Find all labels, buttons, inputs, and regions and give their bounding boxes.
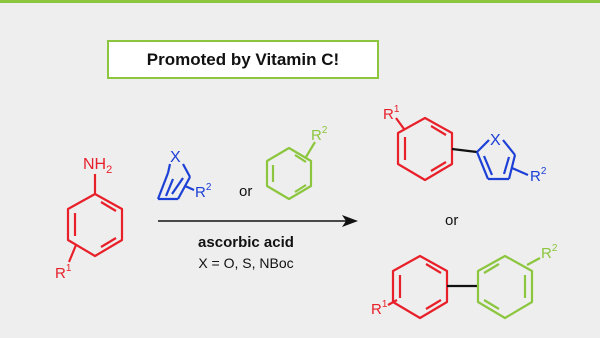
product-hetero-bond (475, 151, 490, 180)
product-hetero-bond (476, 139, 490, 153)
heteroarene-heteroatom-label: X (170, 149, 181, 166)
product-aryl-ring (396, 116, 454, 182)
biaryl-r2-label: R2 (541, 243, 558, 262)
biaryl-green-double-bond (483, 263, 500, 274)
conditions-scope: X = O, S, NBoc (198, 255, 293, 271)
arene-r2-label: R2 (311, 125, 328, 144)
biaryl-r1-label: R1 (371, 299, 388, 318)
product-heteroatom-label: X (490, 132, 501, 149)
aniline-substituent-bond (67, 244, 78, 263)
connector-or-left: or (239, 183, 252, 200)
product-aryl-hetero-bond (451, 147, 478, 154)
arene-double-bond (294, 154, 307, 163)
product-hetero-substituent-bond (511, 166, 529, 177)
aniline-structure (66, 174, 124, 263)
aniline-double-bond (100, 237, 117, 248)
connector-or-right: or (445, 212, 458, 229)
heteroarene-double-bond (164, 178, 175, 197)
product-hetero-double-bond (502, 156, 511, 175)
heteroarene-bond (166, 163, 172, 174)
arene-ring (265, 146, 313, 201)
promoted-banner: Promoted by Vitamin C! (107, 40, 379, 79)
aniline-r1-label: R1 (55, 263, 72, 282)
arene-substituent-bond (305, 141, 316, 158)
biaryl-green-ring (476, 254, 534, 320)
top-accent-bar (0, 0, 600, 3)
heteroarene-substituent-bond (184, 184, 195, 192)
heteroarene-r2-label: R2 (195, 182, 212, 201)
heteroarene-structure (156, 163, 195, 201)
heteroarene-bond (182, 163, 191, 178)
biaryl-red-double-bond (425, 263, 442, 274)
arene-double-bond (294, 184, 307, 193)
product-aryl-double-bond (430, 125, 447, 136)
arene-structure (265, 141, 316, 201)
product-r2-label: R2 (530, 166, 547, 185)
heteroarene-double-bond (171, 177, 184, 195)
product-biaryl-structure (387, 254, 541, 320)
aniline-double-bond (100, 201, 117, 212)
product-heteroaryl-structure (395, 116, 529, 182)
biaryl-green-double-bond (483, 299, 500, 310)
promoted-banner-text: Promoted by Vitamin C! (146, 49, 340, 69)
product-hetero-bond (507, 154, 517, 180)
product-r1-label: R1 (383, 104, 400, 123)
product-aryl-double-bond (430, 161, 447, 172)
reaction-arrow-head (342, 215, 358, 227)
product-hetero-bond (502, 139, 516, 156)
heteroarene-bond (177, 176, 191, 200)
heteroarene-bond (156, 172, 170, 200)
aniline-amino-label: NH2 (83, 156, 112, 176)
biaryl-red-double-bond (425, 299, 442, 310)
biaryl-green-substituent-bond (526, 257, 541, 266)
biaryl-red-ring (391, 254, 449, 320)
product-hetero-double-bond (482, 155, 494, 176)
conditions-reagent: ascorbic acid (198, 234, 294, 251)
aniline-ring (66, 192, 124, 258)
biaryl-red-substituent-bond (387, 299, 398, 306)
product-aryl-substituent-bond (395, 117, 405, 130)
